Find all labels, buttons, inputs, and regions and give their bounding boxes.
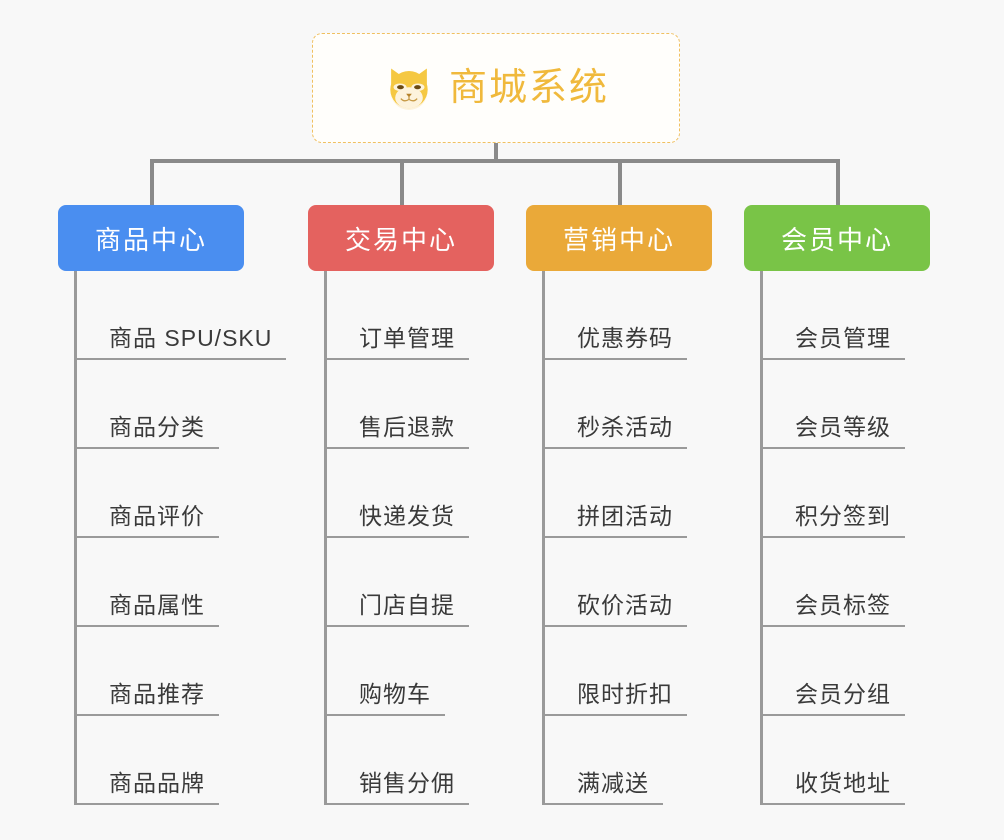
- list-item[interactable]: 商品 SPU/SKU: [77, 271, 287, 360]
- shiba-dog-icon: [390, 68, 428, 110]
- leaf-list-marketing-center: 优惠券码 秒杀活动 拼团活动 砍价活动 限时折扣 满减送: [542, 271, 712, 805]
- leaf-label: 砍价活动: [545, 592, 687, 627]
- branch-label: 营销中心: [562, 224, 675, 255]
- leaf-label: 会员等级: [763, 414, 905, 449]
- list-item[interactable]: 商品评价: [77, 449, 286, 538]
- leaf-label: 销售分佣: [327, 770, 469, 805]
- leaf-label: 拼团活动: [545, 503, 687, 538]
- list-item[interactable]: 满减送: [545, 716, 712, 805]
- leaf-label: 购物车: [327, 681, 445, 716]
- connector-root-stem: [494, 143, 498, 163]
- list-item[interactable]: 拼团活动: [545, 449, 712, 538]
- connector-drop-4: [836, 159, 840, 207]
- list-item[interactable]: 会员标签: [763, 538, 930, 627]
- leaf-label: 门店自提: [327, 592, 469, 627]
- leaf-label: 商品推荐: [77, 681, 219, 716]
- leaf-label: 限时折扣: [545, 681, 687, 716]
- branch-header-product-center[interactable]: 商品中心: [58, 205, 244, 271]
- list-item[interactable]: 砍价活动: [545, 538, 712, 627]
- list-item[interactable]: 商品属性: [77, 538, 286, 627]
- list-item[interactable]: 快递发货: [327, 449, 494, 538]
- leaf-label: 收货地址: [763, 770, 905, 805]
- branch-header-trade-center[interactable]: 交易中心: [308, 205, 494, 271]
- leaf-label: 商品品牌: [77, 770, 219, 805]
- leaf-label: 商品 SPU/SKU: [77, 325, 287, 360]
- list-item[interactable]: 售后退款: [327, 360, 494, 449]
- list-item[interactable]: 优惠券码: [545, 271, 712, 360]
- list-item[interactable]: 会员管理: [763, 271, 930, 360]
- branch-product-center: 商品中心 商品 SPU/SKU 商品分类 商品评价 商品属性 商品推荐 商品品牌: [58, 205, 287, 805]
- leaf-label: 积分签到: [763, 503, 905, 538]
- list-item[interactable]: 订单管理: [327, 271, 494, 360]
- branch-label: 交易中心: [344, 224, 457, 255]
- leaf-label: 会员标签: [763, 592, 905, 627]
- list-item[interactable]: 积分签到: [763, 449, 930, 538]
- branch-marketing-center: 营销中心 优惠券码 秒杀活动 拼团活动 砍价活动 限时折扣 满减送: [526, 205, 712, 805]
- leaf-label: 商品分类: [77, 414, 219, 449]
- branch-trade-center: 交易中心 订单管理 售后退款 快递发货 门店自提 购物车 销售分佣: [308, 205, 494, 805]
- list-item[interactable]: 购物车: [327, 627, 494, 716]
- leaf-label: 快递发货: [327, 503, 469, 538]
- leaf-list-trade-center: 订单管理 售后退款 快递发货 门店自提 购物车 销售分佣: [324, 271, 494, 805]
- connector-drop-1: [150, 159, 154, 207]
- root-node-mall-system[interactable]: 商城系统: [312, 33, 680, 143]
- leaf-label: 满减送: [545, 770, 663, 805]
- leaf-list-product-center: 商品 SPU/SKU 商品分类 商品评价 商品属性 商品推荐 商品品牌: [74, 271, 287, 805]
- leaf-label: 订单管理: [327, 325, 469, 360]
- branch-label: 商品中心: [94, 224, 207, 255]
- leaf-list-member-center: 会员管理 会员等级 积分签到 会员标签 会员分组 收货地址: [760, 271, 930, 805]
- leaf-label: 优惠券码: [545, 325, 687, 360]
- leaf-label: 秒杀活动: [545, 414, 687, 449]
- branch-header-member-center[interactable]: 会员中心: [744, 205, 930, 271]
- leaf-label: 商品评价: [77, 503, 219, 538]
- list-item[interactable]: 秒杀活动: [545, 360, 712, 449]
- leaf-label: 商品属性: [77, 592, 219, 627]
- branch-header-marketing-center[interactable]: 营销中心: [526, 205, 712, 271]
- leaf-label: 售后退款: [327, 414, 469, 449]
- connector-drop-2: [400, 159, 404, 207]
- leaf-label: 会员分组: [763, 681, 905, 716]
- list-item[interactable]: 商品品牌: [77, 716, 286, 805]
- list-item[interactable]: 收货地址: [763, 716, 930, 805]
- branch-member-center: 会员中心 会员管理 会员等级 积分签到 会员标签 会员分组 收货地址: [744, 205, 930, 805]
- connector-horizontal-bar: [150, 159, 840, 163]
- connector-drop-3: [618, 159, 622, 207]
- list-item[interactable]: 商品推荐: [77, 627, 286, 716]
- branch-label: 会员中心: [780, 224, 893, 255]
- root-title: 商城系统: [448, 67, 609, 109]
- list-item[interactable]: 销售分佣: [327, 716, 494, 805]
- leaf-label: 会员管理: [763, 325, 905, 360]
- list-item[interactable]: 限时折扣: [545, 627, 712, 716]
- list-item[interactable]: 会员分组: [763, 627, 930, 716]
- list-item[interactable]: 商品分类: [77, 360, 286, 449]
- list-item[interactable]: 会员等级: [763, 360, 930, 449]
- list-item[interactable]: 门店自提: [327, 538, 494, 627]
